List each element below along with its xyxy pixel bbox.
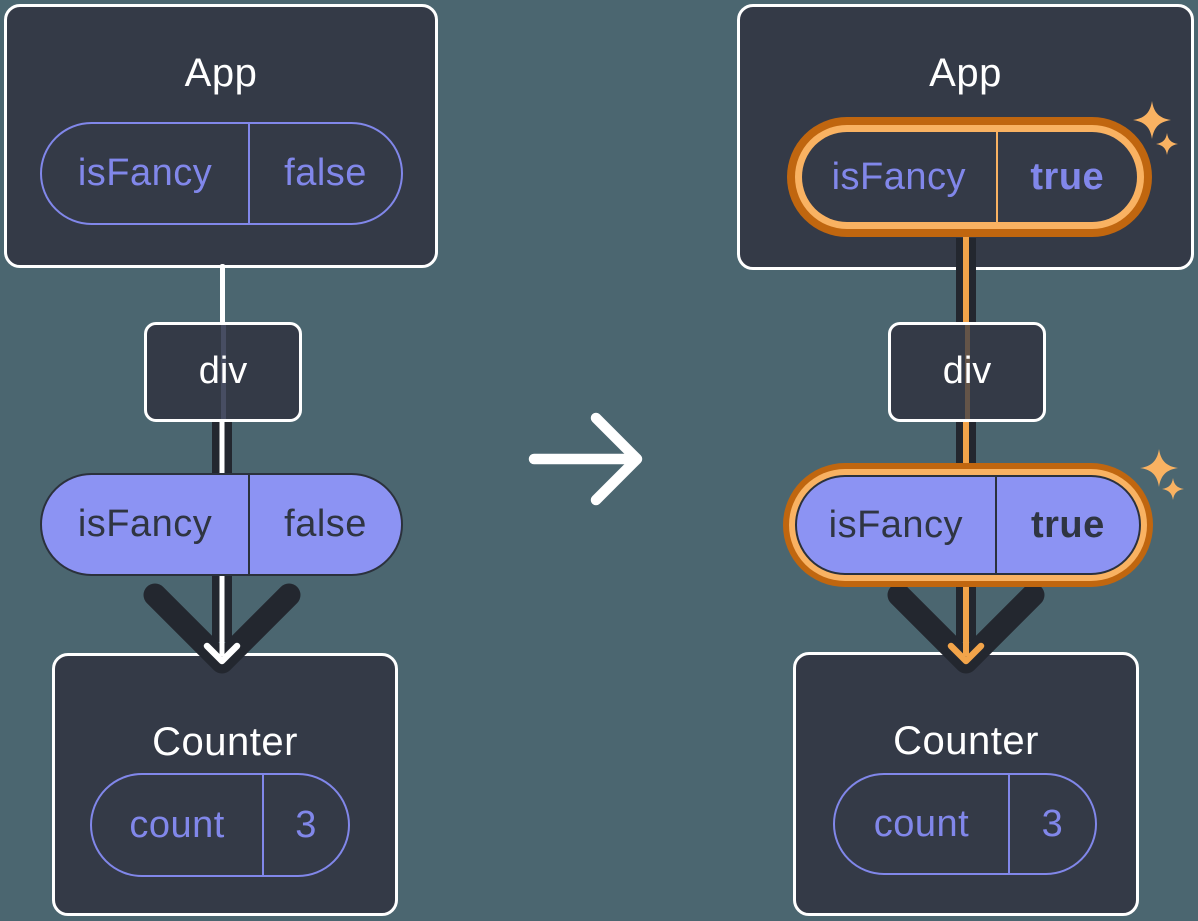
counter-title: Counter xyxy=(152,720,298,764)
prop-value-label: false xyxy=(248,124,401,223)
prop-value-label: true xyxy=(995,132,1137,222)
sparkle-icon xyxy=(1162,478,1184,500)
div-label: div xyxy=(198,350,248,392)
prop-name-label: isFancy xyxy=(828,503,964,546)
passed-prop-pill-before: isFancy false xyxy=(40,473,403,576)
state-name-label: count xyxy=(129,803,225,846)
div-label: div xyxy=(942,350,992,392)
sparkle-icon xyxy=(1133,101,1171,139)
counter-title: Counter xyxy=(893,719,1039,763)
pass-through-line xyxy=(220,325,226,419)
app-title: App xyxy=(929,51,1002,95)
prop-name-label: isFancy xyxy=(77,152,213,194)
prop-value-label: true xyxy=(994,477,1139,573)
sparkle-icon xyxy=(1156,133,1178,155)
connector-app-to-div-before xyxy=(220,264,225,324)
counter-state-pill-after: count 3 xyxy=(833,773,1097,875)
passed-prop-pill-after: isFancy true xyxy=(795,475,1141,575)
pass-through-line xyxy=(964,325,970,419)
passed-prop-pill-after-highlight: isFancy true xyxy=(783,463,1153,587)
app-prop-pill-after: isFancy true xyxy=(802,132,1137,222)
counter-card-after: Counter count 3 xyxy=(793,652,1139,916)
app-prop-pill-after-highlight: isFancy true xyxy=(787,117,1152,237)
right-arrow-icon xyxy=(528,412,643,506)
state-value-label: 3 xyxy=(1007,775,1095,873)
app-title: App xyxy=(184,51,258,95)
sparkle-icon xyxy=(1140,449,1178,487)
counter-card-before: Counter count 3 xyxy=(52,653,398,916)
state-value-label: 3 xyxy=(262,775,348,875)
div-node-before: div xyxy=(144,322,302,422)
prop-value-label: false xyxy=(248,475,401,574)
state-name-label: count xyxy=(873,802,970,845)
prop-name-label: isFancy xyxy=(77,503,213,545)
div-node-after: div xyxy=(888,322,1046,422)
counter-state-pill-before: count 3 xyxy=(90,773,350,877)
app-prop-pill-before: isFancy false xyxy=(40,122,403,225)
down-arrowhead-icon xyxy=(887,237,1045,674)
prop-name-label: isFancy xyxy=(831,155,967,198)
